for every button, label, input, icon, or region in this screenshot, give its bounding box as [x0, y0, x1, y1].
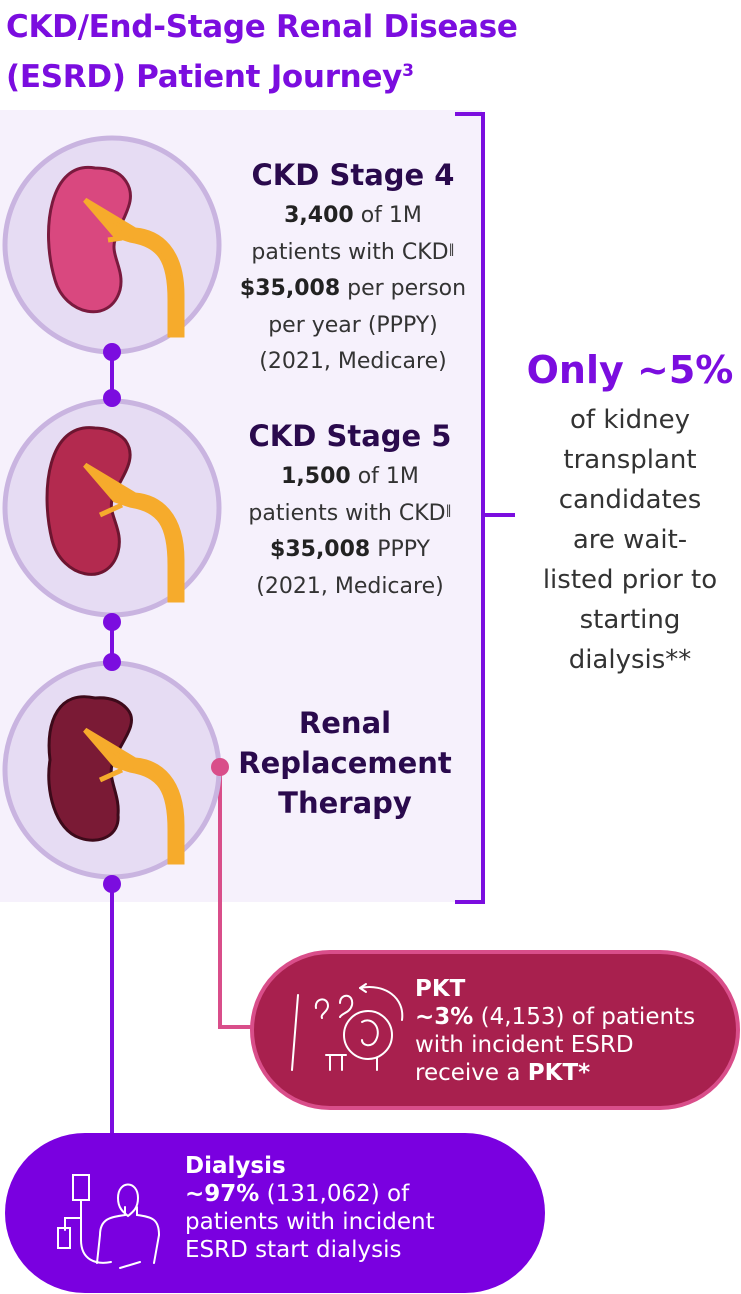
connector-dots [103, 343, 121, 893]
page-title: CKD/End-Stage Renal Disease (ESRD) Patie… [6, 9, 518, 95]
dialysis-pill [5, 1133, 545, 1293]
waitlist-callout: Only ~5% of kidney transplant candidates… [526, 348, 734, 675]
dialysis-info: Dialysis ~97% (131,062) of patients with… [185, 1153, 435, 1263]
rrt-title: Renal Replacement Therapy [238, 706, 452, 820]
pkt-info: PKT ~3% (4,153) of patients with inciden… [415, 976, 696, 1086]
kidney-stage5-icon [45, 426, 185, 603]
kidney-rrt-icon [47, 695, 185, 865]
pkt-dot [211, 758, 229, 776]
stage4-title: CKD Stage 4 [251, 158, 455, 192]
stage5-info: CKD Stage 5 1,500 of 1M patients with CK… [225, 413, 475, 605]
stage5-title: CKD Stage 5 [248, 419, 452, 453]
dialysis-patient-icon [57, 1174, 161, 1269]
kidney-stage4-icon [47, 165, 185, 338]
bracket [455, 112, 515, 904]
stage4-info: CKD Stage 4 3,400 of 1M patients with CK… [228, 152, 478, 381]
pkt-pill [250, 950, 740, 1110]
pkt-connector [218, 767, 255, 1029]
transplant-icon [291, 983, 404, 1071]
rrt-info: Renal Replacement Therapy [220, 703, 470, 823]
